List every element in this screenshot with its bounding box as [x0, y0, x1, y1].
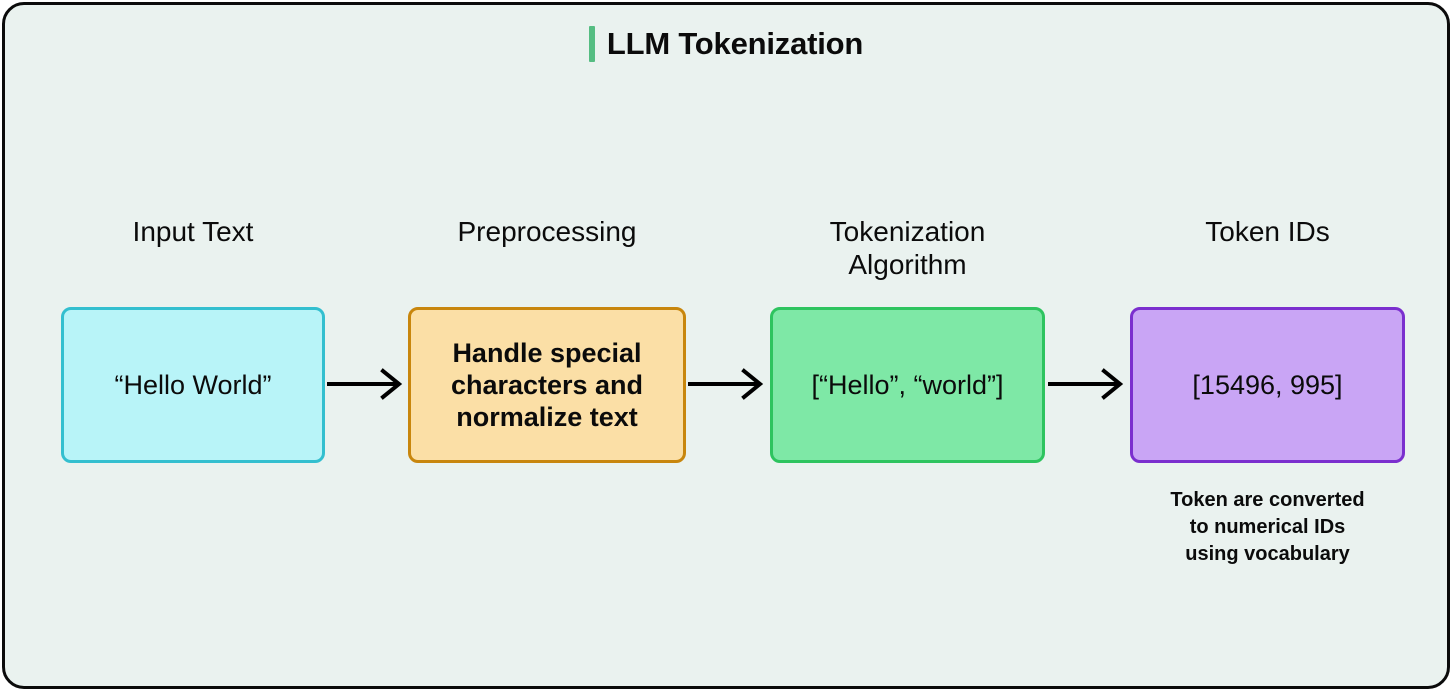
- node-text-input-text: “Hello World”: [114, 370, 272, 400]
- node-tokenization-algorithm[interactable]: [“Hello”, “world”]: [770, 307, 1045, 463]
- arrow-preprocessing-to-algorithm: [688, 367, 768, 401]
- page-title: LLM Tokenization: [606, 26, 864, 61]
- arrow-algorithm-to-token-ids: [1048, 367, 1128, 401]
- caption-token-ids: Token are converted to numerical IDs usi…: [1170, 489, 1365, 565]
- node-text-preprocessing: Handle special characters and normalize …: [450, 338, 644, 432]
- stage-label-token-ids: Token IDs: [1205, 216, 1330, 247]
- stage-token-ids: Token IDs [15496, 995] Token are convert…: [1130, 215, 1405, 565]
- stage-label-tokenization-algorithm: Tokenization Algorithm: [829, 216, 986, 280]
- node-input-text[interactable]: “Hello World”: [61, 307, 325, 463]
- node-preprocessing[interactable]: Handle special characters and normalize …: [408, 307, 686, 463]
- node-token-ids[interactable]: [15496, 995]: [1130, 307, 1405, 463]
- stage-input-text: Input Text “Hello World”: [61, 215, 325, 463]
- node-text-tokenization-algorithm: [“Hello”, “world”]: [811, 370, 1004, 400]
- stage-label-preprocessing: Preprocessing: [457, 216, 637, 247]
- stage-preprocessing: Preprocessing Handle special characters …: [408, 215, 686, 463]
- title-accent-bar: [588, 26, 595, 62]
- diagram-title: LLM Tokenization: [5, 25, 1447, 63]
- stage-label-input-text: Input Text: [132, 216, 254, 247]
- arrow-input-to-preprocessing: [327, 367, 407, 401]
- stage-tokenization-algorithm: Tokenization Algorithm [“Hello”, “world”…: [770, 215, 1045, 463]
- node-text-token-ids: [15496, 995]: [1192, 370, 1343, 400]
